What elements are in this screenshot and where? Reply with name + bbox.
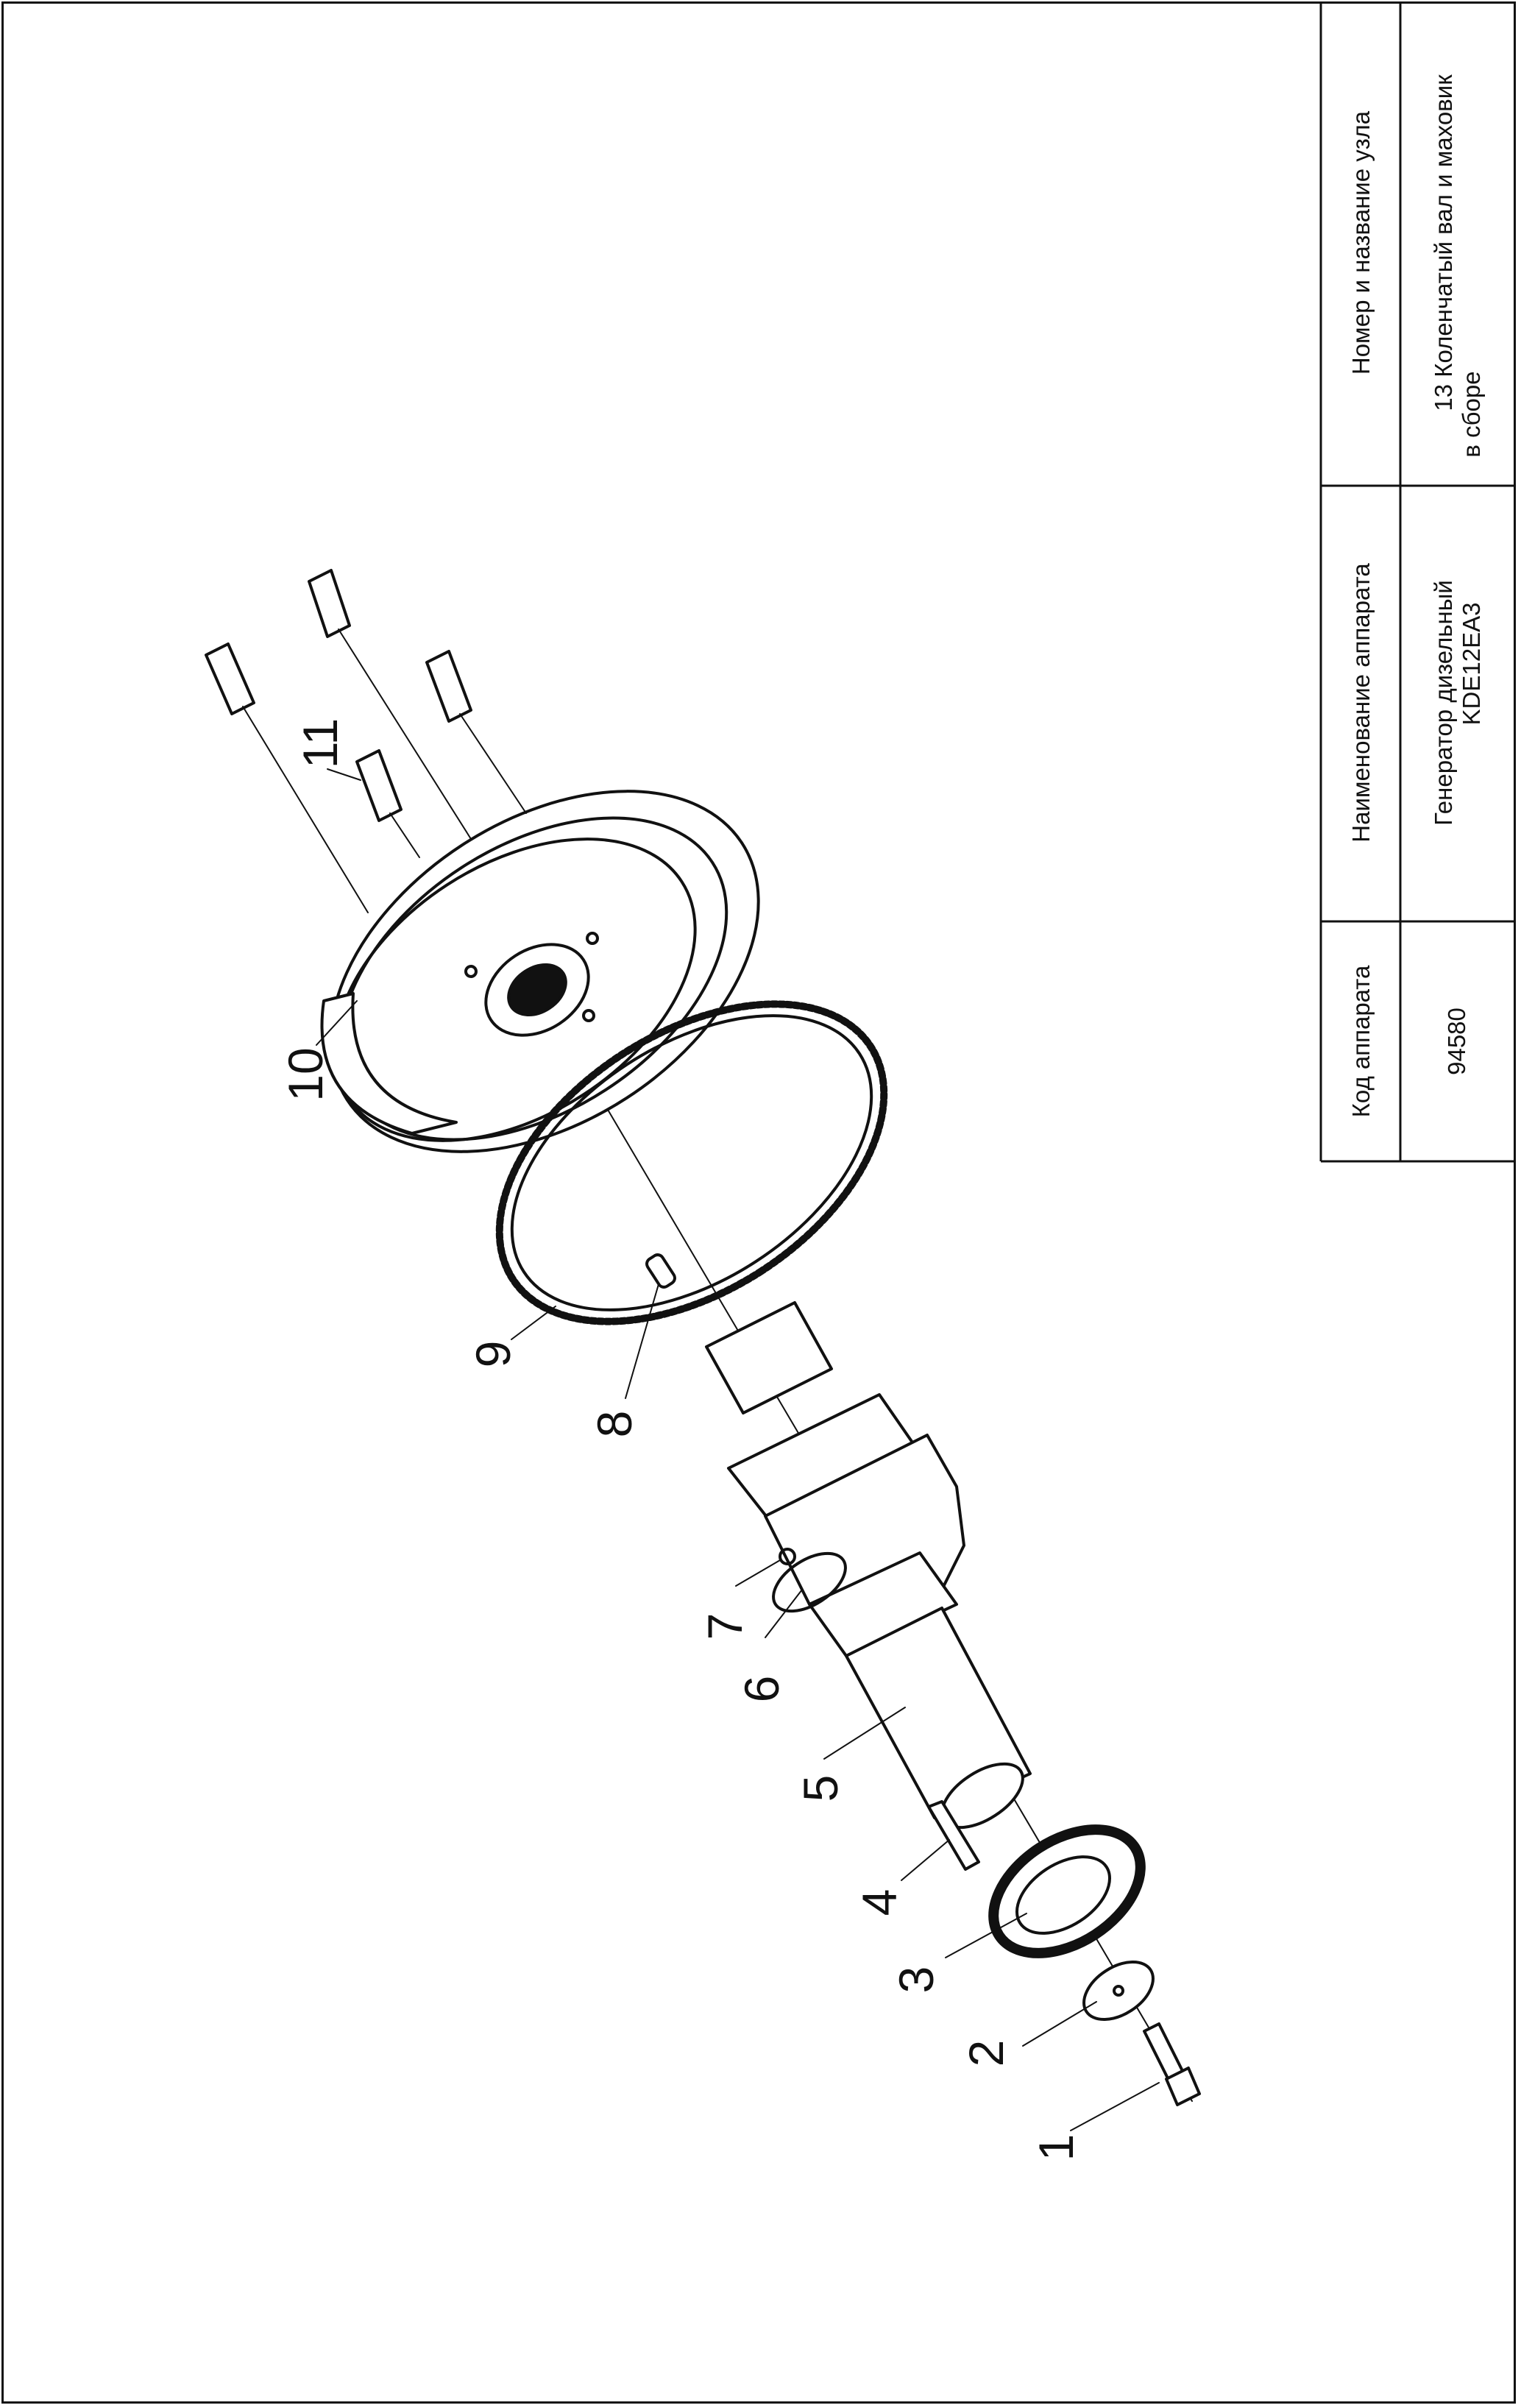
washer [1082, 1960, 1155, 2022]
callout-6: 6 [734, 1675, 789, 1703]
callout-10: 10 [278, 1047, 333, 1102]
crankshaft [705, 1301, 1032, 1830]
callout-5: 5 [793, 1774, 848, 1802]
callout-7: 7 [698, 1612, 752, 1640]
oil-seal [988, 1824, 1146, 1958]
callout-4: 4 [852, 1888, 907, 1916]
callout-8: 8 [587, 1410, 642, 1438]
callout-2: 2 [959, 2039, 1013, 2067]
key [927, 1800, 980, 1871]
flywheel [320, 790, 760, 1153]
callout-11: 11 [293, 718, 347, 769]
ring-gear [495, 1000, 888, 1325]
center-bolt [1143, 2022, 1201, 2106]
dowel-pin [645, 1253, 676, 1289]
flywheel-bolts [205, 569, 527, 913]
callout-1: 1 [1029, 2133, 1083, 2161]
callout-9: 9 [466, 1340, 520, 1368]
callout-3: 3 [889, 1966, 943, 1994]
leader-lines [316, 768, 1160, 2131]
